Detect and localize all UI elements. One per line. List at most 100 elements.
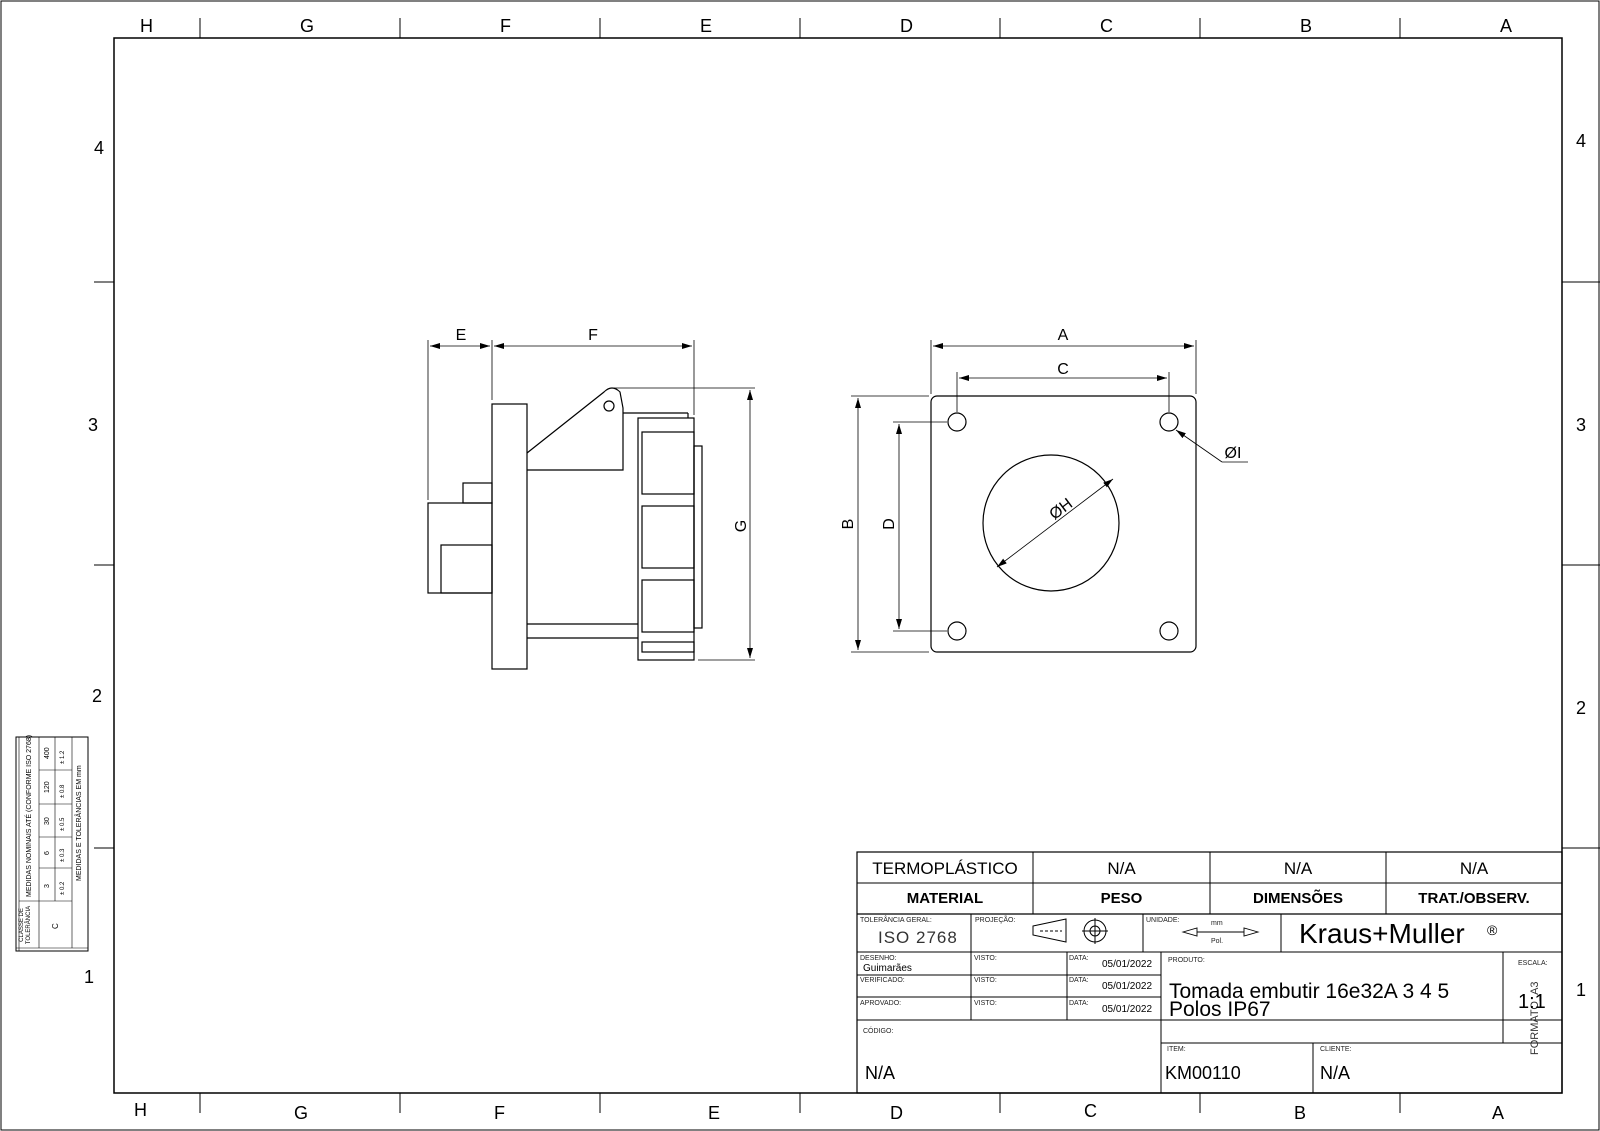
date-aprovado: 05/01/2022: [1102, 1004, 1153, 1015]
escala-label: ESCALA:: [1518, 960, 1548, 967]
dim-f-label: F: [588, 327, 598, 344]
nominal-value: 3: [44, 884, 51, 888]
column-label: A: [1492, 1103, 1505, 1123]
side-view: [427, 387, 703, 670]
title-block-grid: [856, 851, 1563, 1094]
nominal-value: 400: [44, 747, 51, 759]
date-verificado: 05/01/2022: [1102, 981, 1153, 992]
tolerance-table-text: CLASSE DE TOLERÂNCIA C MEDIDAS NOMINAIS …: [16, 734, 88, 951]
tolerance-value: ± 0.5: [60, 817, 66, 831]
tolerance-value: ± 0.3: [60, 848, 66, 862]
dim-b-label: B: [840, 519, 857, 530]
row-label: 1: [1576, 980, 1587, 1000]
date-desenho: 05/01/2022: [1102, 959, 1153, 970]
trat-header: TRAT./OBSERV.: [1418, 890, 1530, 907]
column-label: H: [134, 1100, 147, 1120]
row-label: 2: [92, 686, 103, 706]
column-label: A: [1500, 16, 1513, 36]
item-value: KM00110: [1165, 1063, 1241, 1083]
material-value: TERMOPLÁSTICO: [872, 859, 1018, 878]
codigo-label: CÓDIGO:: [863, 1028, 894, 1035]
produto-line2: Polos IP67: [1169, 998, 1271, 1021]
nominal-value: 6: [44, 851, 51, 855]
dim-a-label: A: [1058, 327, 1069, 344]
column-label: G: [294, 1103, 309, 1123]
peso-value: N/A: [1107, 859, 1136, 878]
column-label: G: [300, 16, 315, 36]
column-label: D: [900, 16, 913, 36]
unidade-label: UNIDADE:: [1146, 917, 1180, 924]
column-label: E: [708, 1103, 721, 1123]
visto-label: VISTO:: [974, 977, 997, 984]
unidade-mm: mm: [1211, 920, 1223, 927]
front-view: [930, 395, 1197, 653]
material-header: MATERIAL: [906, 890, 984, 907]
column-label: D: [890, 1103, 903, 1123]
visto-label: VISTO:: [974, 955, 997, 962]
tolerance-value: ± 0.2: [60, 881, 66, 895]
class-header: CLASSE DE TOLERÂNCIA: [19, 905, 32, 945]
side-view-dimensions: [427, 340, 755, 661]
data-label: DATA:: [1069, 1000, 1089, 1007]
codigo-value: N/A: [865, 1063, 896, 1083]
front-view-dimensions: [851, 340, 1248, 653]
table-title: MEDIDAS NOMINAIS ATÉ (CONFORME ISO 2768): [26, 734, 33, 897]
row-label: 4: [1576, 131, 1587, 151]
row-label: 2: [1576, 698, 1587, 718]
trat-value: N/A: [1459, 859, 1489, 878]
produto-label: PRODUTO:: [1168, 957, 1205, 964]
cliente-value: N/A: [1320, 1063, 1351, 1083]
data-label: DATA:: [1069, 955, 1089, 962]
tolerance-value: ± 1.2: [60, 750, 66, 764]
dimensoes-value: N/A: [1283, 859, 1313, 878]
item-label: ITEM:: [1167, 1046, 1186, 1053]
dim-d-label: D: [881, 518, 898, 530]
desenho-value: Guimarães: [863, 963, 912, 974]
row-label: 3: [1576, 415, 1587, 435]
column-label: F: [500, 16, 511, 36]
tolerancia-label: TOLERÂNCIA GERAL:: [860, 917, 932, 924]
projection-symbol-icon: [1032, 918, 1108, 944]
row-label: 4: [94, 138, 105, 158]
dim-g-label: G: [733, 520, 750, 532]
column-label: B: [1294, 1103, 1307, 1123]
dimensoes-header: DIMENSÕES: [1252, 890, 1343, 907]
data-label: DATA:: [1069, 977, 1089, 984]
dim-h-label: ØH: [1047, 495, 1076, 523]
escala-value: 1:1: [1518, 991, 1546, 1013]
brand-registered-mark: ®: [1487, 922, 1498, 938]
produto-line1: Tomada embutir 16e32A 3 4 5: [1169, 980, 1450, 1003]
dim-c-label: C: [1057, 361, 1069, 378]
zone-ticks: [94, 18, 1600, 1113]
row-label: 3: [88, 415, 99, 435]
column-label: F: [494, 1103, 505, 1123]
row-label: 1: [84, 967, 95, 987]
table-footer: MEDIDAS E TOLERÂNCIAS EM mm: [76, 765, 83, 881]
aprovado-label: APROVADO:: [860, 1000, 902, 1007]
desenho-label: DESENHO:: [860, 955, 897, 962]
brand-logo: Kraus+Muller: [1299, 918, 1465, 949]
column-label: C: [1100, 16, 1113, 36]
tolerancia-value: ISO 2768: [878, 928, 958, 947]
column-label: C: [1084, 1101, 1097, 1121]
verificado-label: VERIFICADO:: [860, 977, 905, 984]
nominal-value: 30: [44, 817, 51, 825]
peso-header: PESO: [1100, 890, 1143, 907]
nominal-value: 120: [44, 781, 51, 793]
column-label: B: [1300, 16, 1313, 36]
column-label: H: [140, 16, 153, 36]
unit-arrow-icon: [1181, 927, 1260, 937]
dim-i-label: ØI: [1225, 445, 1242, 462]
projecao-label: PROJEÇÃO:: [975, 917, 1016, 924]
tolerance-value: ± 0.8: [60, 784, 66, 798]
column-label: E: [700, 16, 713, 36]
dim-e-label: E: [456, 327, 467, 344]
class-value: C: [51, 923, 60, 929]
unidade-pol: Pol.: [1211, 938, 1224, 945]
tolerance-table: [15, 736, 89, 952]
cliente-label: CLIENTE:: [1320, 1046, 1352, 1053]
visto-label: VISTO:: [974, 1000, 997, 1007]
